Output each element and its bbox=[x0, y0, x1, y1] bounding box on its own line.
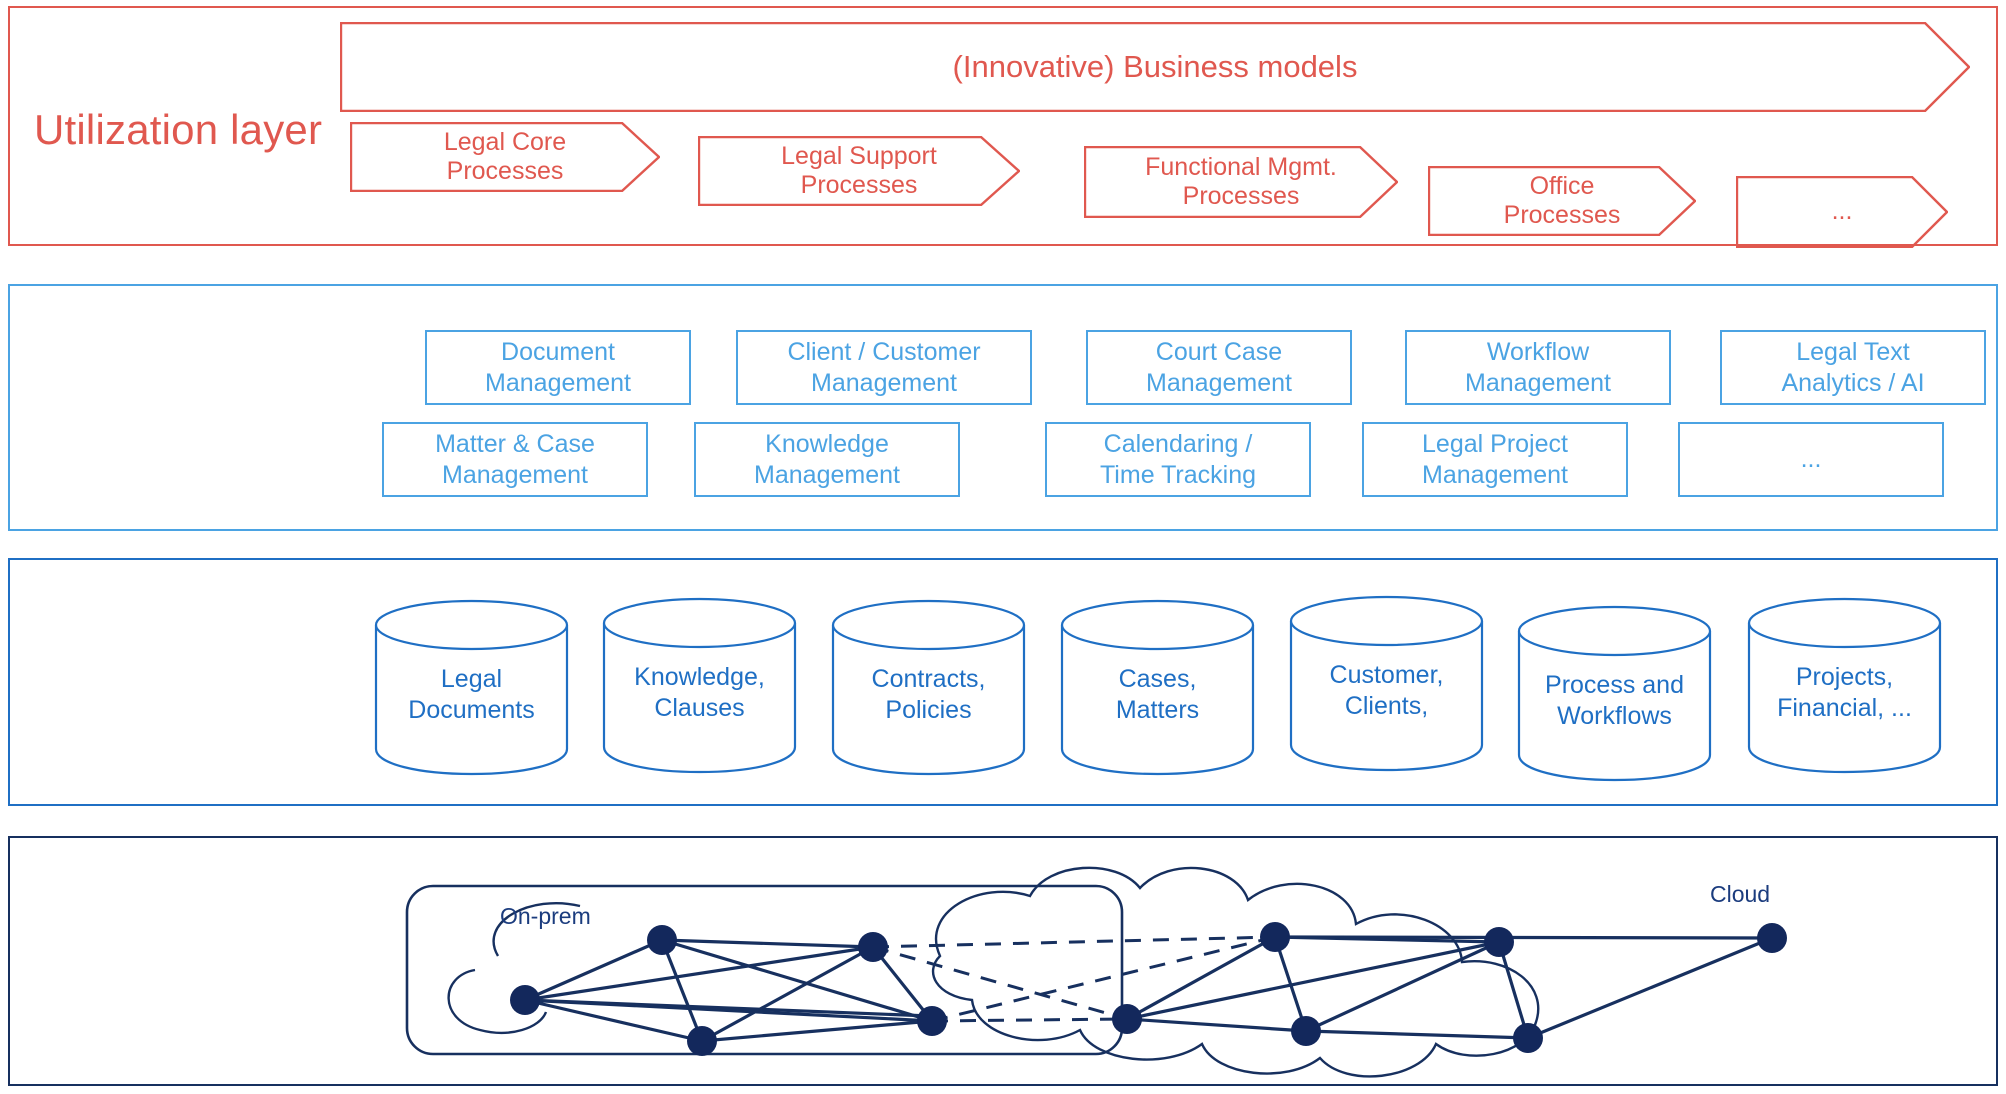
banner-chevron-shape bbox=[340, 22, 1970, 112]
app-box-calendaring-time-tracking[interactable]: Calendaring /Time Tracking bbox=[1045, 422, 1311, 497]
network-node bbox=[510, 985, 540, 1015]
network-node bbox=[1757, 923, 1787, 953]
datastore-label: Customer,Clients, bbox=[1329, 661, 1444, 720]
business-models-label: (Innovative) Business models bbox=[952, 48, 1358, 84]
cloud-edges bbox=[1126, 935, 1773, 1040]
app-box-label: Calendaring /Time Tracking bbox=[1099, 430, 1257, 489]
hybrid-dashed-links bbox=[872, 935, 1276, 1023]
cylinder-shape bbox=[1747, 597, 1942, 774]
cylinder-shape bbox=[831, 599, 1026, 776]
process-chevron-functional-mgmt: Functional Mgmt.Processes bbox=[1084, 146, 1398, 218]
datastore-label: Contracts,Policies bbox=[871, 665, 986, 724]
on-prem-label: On-prem bbox=[500, 903, 591, 929]
datastore-cases-matters[interactable]: Cases,Matters bbox=[1059, 598, 1256, 776]
network-topology-graphic: On-prem Cloud bbox=[405, 866, 1787, 1078]
datastore-knowledge-clauses[interactable]: Knowledge,Clauses bbox=[601, 596, 798, 774]
business-models-banner: (Innovative) Business models bbox=[340, 22, 1970, 112]
network-node bbox=[858, 932, 888, 962]
datastore-label: Cases,Matters bbox=[1115, 665, 1200, 724]
cylinder-shape bbox=[374, 599, 569, 776]
utilization-layer: Utilization layer (Innovative) Business … bbox=[8, 6, 1998, 246]
cloud-inner-arc-left bbox=[492, 901, 581, 957]
cylinder-shape bbox=[1060, 599, 1255, 776]
cloud-container bbox=[931, 866, 1540, 1078]
datastore-projects-financial[interactable]: Projects,Financial, ... bbox=[1746, 596, 1943, 774]
onprem-edges bbox=[524, 938, 934, 1043]
chevron-shape bbox=[698, 136, 1020, 206]
technology-layer: Technology layer bbox=[8, 836, 1998, 1086]
process-label: Functional Mgmt.Processes bbox=[1145, 152, 1337, 211]
datastore-customer-clients[interactable]: Customer,Clients, bbox=[1288, 594, 1485, 772]
on-prem-container bbox=[405, 884, 1124, 1056]
datastore-contracts-policies[interactable]: Contracts,Policies bbox=[830, 598, 1027, 776]
network-node bbox=[1484, 927, 1514, 957]
chevron-shape bbox=[1736, 176, 1948, 248]
app-box-label: ... bbox=[1800, 445, 1822, 474]
chevron-shape bbox=[1428, 166, 1696, 236]
process-label: ... bbox=[1831, 197, 1853, 226]
cloud-lobe-a bbox=[447, 968, 548, 1034]
network-node bbox=[1291, 1016, 1321, 1046]
network-node bbox=[917, 1006, 947, 1036]
network-node bbox=[1112, 1004, 1142, 1034]
network-nodes bbox=[510, 922, 1787, 1056]
datastore-label: Knowledge,Clauses bbox=[634, 663, 765, 722]
network-node bbox=[1513, 1023, 1543, 1053]
process-chevron-more: ... bbox=[1736, 176, 1948, 248]
datastore-label: Projects,Financial, ... bbox=[1777, 663, 1912, 722]
network-node bbox=[687, 1026, 717, 1056]
cloud-label: Cloud bbox=[1710, 881, 1770, 907]
network-node bbox=[1260, 922, 1290, 952]
cylinder-shape bbox=[602, 597, 797, 774]
chevron-shape bbox=[350, 122, 660, 192]
cylinder-shape bbox=[1289, 595, 1484, 772]
app-box-more[interactable]: ... bbox=[1678, 422, 1944, 497]
utilization-layer-title: Utilization layer bbox=[34, 106, 323, 153]
cylinder-shape bbox=[1517, 605, 1712, 782]
network-node bbox=[647, 925, 677, 955]
chevron-shape bbox=[1084, 146, 1398, 218]
